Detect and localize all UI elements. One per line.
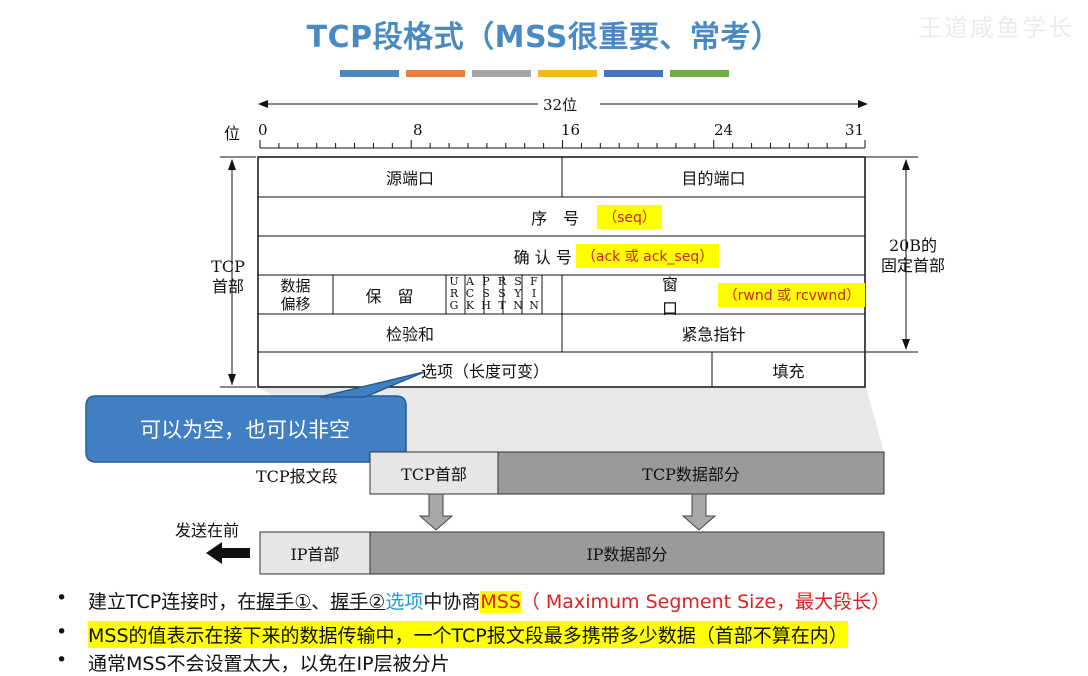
left-arrow-icon: [206, 542, 250, 564]
b1-part: 、: [311, 591, 331, 613]
send-first-label: 发送在前: [175, 521, 240, 540]
field-checksum: 检验和: [385, 325, 434, 344]
field-padding: 填充: [772, 361, 805, 381]
b1-handshake1: 握手①: [256, 591, 312, 613]
flag-fin: F I N: [529, 275, 539, 312]
b1-part: 建立TCP连接时，在: [88, 591, 257, 613]
flag-ack: A C K: [465, 275, 475, 312]
segment-tcp-header: TCP首部: [401, 465, 467, 484]
field-window-row: 窗 口 （rwnd 或 rcvwnd）: [542, 275, 865, 318]
b1-mss: MSS: [480, 591, 521, 613]
bullet-text: 通常MSS不会设置太大，以免在IP层被分片: [88, 653, 450, 675]
segment-tcp-data: TCP数据部分: [642, 465, 740, 484]
page-title: TCP段格式（MSS很重要、常考）: [306, 20, 782, 55]
projection-shade: [258, 387, 884, 452]
field-options: 选项（长度可变）: [420, 361, 549, 381]
tcp-header-label-line2: 首部: [211, 277, 244, 296]
watermark: 王道咸鱼学长: [918, 14, 1074, 42]
bullet-text: 建立TCP连接时，在握手①、握手②选项中协商MSS（ Maximum Segme…: [88, 587, 890, 614]
color-bars: [340, 70, 729, 78]
ack-note: （ack 或 ack_seq）: [575, 243, 720, 268]
window-note: （rwnd 或 rcvwnd）: [717, 282, 865, 307]
bit-tick-31: 31: [845, 121, 865, 139]
segment-tcp-header-box: [369, 451, 499, 495]
color-bar: [670, 70, 729, 77]
ip-header-box: [259, 531, 371, 575]
bullet-dot: •: [56, 621, 68, 643]
bullet-text: MSS的值表示在接下来的数据传输中，一个TCP报文段最多携带多少数据（首部不算在…: [88, 621, 848, 648]
down-arrow-icon: [681, 493, 717, 531]
tcp-header-label: TCP 首部: [208, 257, 248, 297]
color-bar: [340, 70, 399, 77]
field-src-port: 源端口: [385, 169, 434, 188]
offset-line1: 数据: [280, 276, 311, 295]
callout-text: 可以为空，也可以非空: [140, 418, 350, 442]
field-ack: 确 认 号: [513, 247, 572, 267]
field-dst-port: 目的端口: [681, 169, 746, 188]
ip-header: IP首部: [290, 545, 340, 564]
flag-psh: P S H: [481, 275, 491, 312]
field-seq-row: 序 号 （seq）: [258, 197, 865, 236]
ip-data: IP数据部分: [586, 545, 668, 564]
color-bar: [472, 70, 531, 77]
b1-handshake2: 握手②: [330, 591, 386, 613]
callout-pointer: [319, 371, 425, 398]
b1-mss-def: （ Maximum Segment Size，最大段长）: [520, 591, 891, 613]
segment-label: TCP报文段: [256, 467, 338, 486]
bit-axis-label: 位: [224, 124, 241, 143]
field-urgent-pointer: 紧急指针: [681, 325, 746, 344]
fixed-header-label-line1: 20B的: [888, 236, 938, 255]
bit-tick-0: 0: [258, 121, 268, 139]
b1-options: 选项: [385, 591, 424, 613]
flag-rst: R S T: [497, 275, 507, 312]
tcp-header-label-line1: TCP: [211, 257, 245, 276]
field-seq: 序 号: [531, 208, 580, 228]
bullet-dot: •: [56, 649, 68, 671]
flag-urg: U R G: [449, 275, 459, 312]
bit-tick-24: 24: [714, 121, 734, 139]
width-label: 32位: [540, 94, 581, 115]
bit-tick-16: 16: [561, 121, 581, 139]
fixed-header-label: 20B的 固定首部: [880, 236, 946, 276]
field-ack-row: 确 认 号 （ack 或 ack_seq）: [258, 236, 865, 275]
seq-note: （seq）: [597, 204, 662, 229]
bullet-dot: •: [56, 587, 68, 609]
fixed-header-label-line2: 固定首部: [880, 256, 945, 275]
segment-tcp-data-box: [497, 451, 885, 495]
offset-line2: 偏移: [280, 294, 311, 313]
ip-data-box: [369, 531, 885, 575]
b1-part: 中协商: [423, 591, 481, 613]
field-window: 窗 口: [662, 274, 695, 318]
color-bar: [406, 70, 465, 77]
down-arrow-icon: [418, 493, 454, 531]
color-bar: [538, 70, 597, 77]
field-reserved: 保 留: [365, 286, 414, 306]
field-data-offset: 数据 偏移: [258, 275, 333, 314]
flag-syn: S Y N: [513, 275, 523, 312]
bit-tick-8: 8: [413, 121, 423, 139]
color-bar: [604, 70, 663, 77]
